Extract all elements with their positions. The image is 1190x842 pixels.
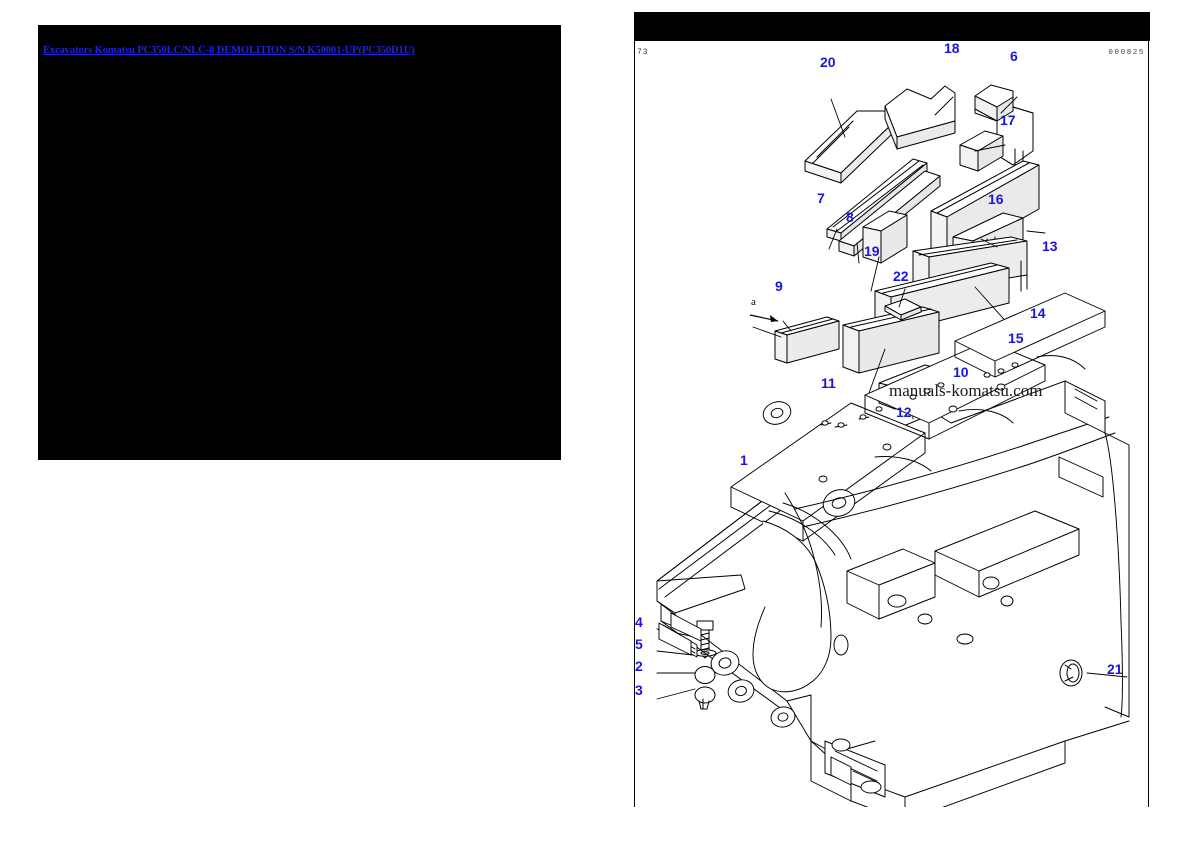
part-19-shape: [862, 210, 908, 264]
thumbnail-panel: Excavators Komatsu PC350LC/NLC-8 DEMOLIT…: [38, 25, 561, 460]
callout-21: 21: [1107, 661, 1123, 677]
reference-marker-arrow: [749, 314, 779, 322]
exploded-parts-drawing: [635, 41, 1148, 807]
callout-1: 1: [740, 452, 748, 468]
callout-15: 15: [1008, 330, 1024, 346]
part-17-shape: [959, 130, 1004, 172]
callout-6: 6: [1010, 48, 1018, 64]
callout-12: 12: [896, 404, 912, 420]
callout-3: 3: [635, 682, 643, 698]
hardware-bushing-21: [1059, 659, 1083, 687]
hardware-washer-5: [693, 649, 717, 657]
document-code: 000825: [1108, 49, 1145, 57]
callout-7: 7: [817, 190, 825, 206]
reference-marker-a: a: [751, 296, 756, 308]
callout-4: 4: [635, 614, 643, 630]
page-number: 73: [637, 48, 649, 57]
callout-19: 19: [864, 243, 880, 259]
callout-10: 10: [953, 364, 969, 380]
catalog-title-link[interactable]: Excavators Komatsu PC350LC/NLC-8 DEMOLIT…: [43, 45, 415, 56]
page-frame-right-rule: [1148, 41, 1149, 807]
part-18-shape: [884, 85, 956, 150]
hardware-plug-3: [694, 686, 716, 710]
callout-18: 18: [944, 40, 960, 56]
parts-diagram-panel: 73 000825: [634, 12, 1150, 807]
callout-11: 11: [821, 375, 836, 391]
callout-16: 16: [988, 191, 1004, 207]
callout-14: 14: [1030, 305, 1046, 321]
callout-22: 22: [893, 268, 909, 284]
header-black-bar: [634, 12, 1150, 41]
callout-8: 8: [846, 209, 854, 225]
callout-9: 9: [775, 278, 783, 294]
callout-13: 13: [1042, 238, 1058, 254]
part-20-shape: [804, 110, 894, 184]
watermark-text: manuals-komatsu.com: [889, 381, 1043, 400]
callout-20: 20: [820, 54, 836, 70]
callout-2: 2: [635, 658, 643, 674]
hardware-ring-2: [694, 666, 716, 684]
part-22-shape: [884, 298, 922, 321]
main-revolving-frame: [656, 292, 1130, 807]
callout-17: 17: [1000, 112, 1016, 128]
callout-5: 5: [635, 636, 643, 652]
part-11-shape: [842, 306, 940, 374]
part-9-shape: [774, 316, 840, 364]
page-frame-left-rule: [634, 41, 635, 807]
